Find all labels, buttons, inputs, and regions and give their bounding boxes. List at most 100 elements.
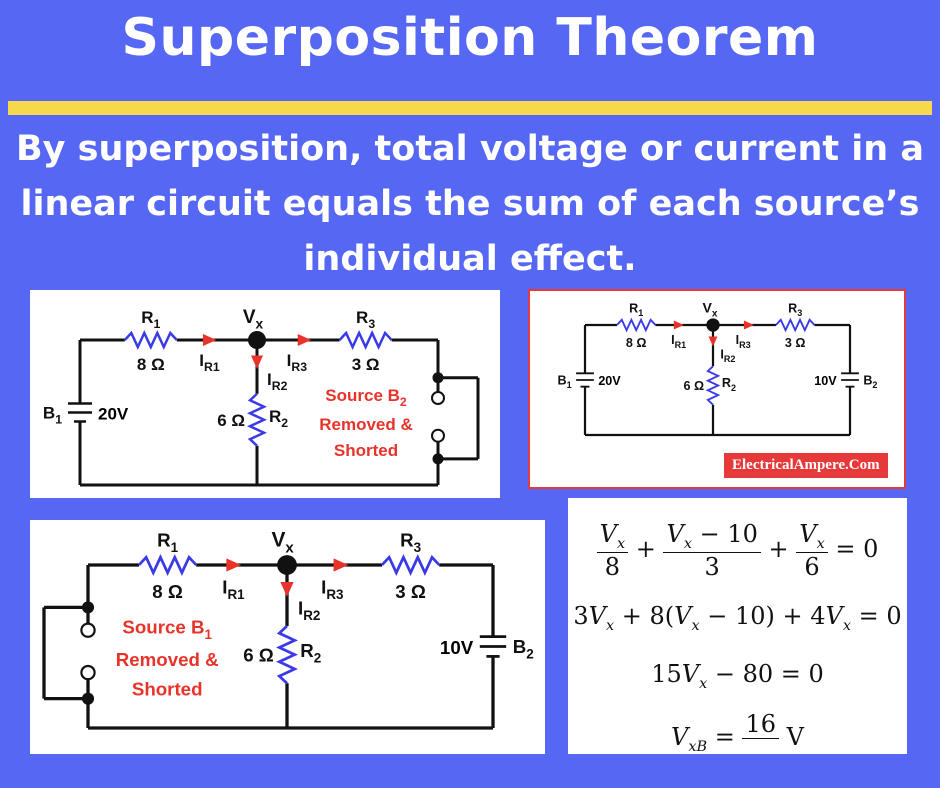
node-vx — [248, 331, 266, 349]
label-vx-sub: x — [256, 317, 264, 332]
source-removed-note: Shorted — [132, 678, 203, 699]
label-ir2-sub: R2 — [724, 354, 736, 364]
label-r1-value-main: 8 Ω — [152, 581, 183, 602]
battery-name-sub: 2 — [526, 647, 533, 662]
label-r3: R3 — [400, 529, 421, 555]
label-ir2-sub: R2 — [272, 379, 288, 393]
label-r1: R1 — [141, 308, 160, 331]
resistor-zigzag — [616, 317, 657, 333]
subtitle-line: individual effect. — [303, 239, 637, 279]
subtitle-line: By superposition, total voltage or curre… — [15, 129, 925, 169]
resistor-zigzag — [338, 330, 393, 350]
label-r2-value: 6 Ω — [243, 644, 274, 665]
label-r1-value: 8 Ω — [137, 355, 165, 374]
current-arrow-icon — [708, 336, 718, 347]
source-removed-note: Source B1 — [122, 616, 212, 642]
label-ir2-main: I — [720, 347, 724, 361]
label-vx: Vx — [703, 299, 718, 319]
label-vx: Vx — [271, 528, 294, 556]
battery-name-sub: 1 — [55, 413, 62, 427]
label-r3-value-main: 3 Ω — [785, 336, 806, 350]
current-arrow-icon — [333, 558, 349, 572]
label-ir1: IR1 — [222, 577, 245, 603]
battery-name: B1 — [558, 373, 572, 390]
label-r2: R2 — [722, 376, 736, 393]
battery-voltage: 20V — [598, 374, 621, 388]
label-ir3-sub: R3 — [326, 587, 343, 602]
label-vx-sub: x — [712, 309, 718, 320]
label-ir1-main: I — [222, 577, 227, 598]
label-r3-main: R — [788, 301, 797, 315]
battery-name-sub: 2 — [872, 380, 877, 390]
open-terminal-icon — [80, 664, 96, 681]
resistor-zigzag — [705, 365, 721, 406]
label-r2-main: R — [722, 376, 731, 390]
label-r2-main: R — [300, 640, 314, 661]
label-r1-sub: 1 — [638, 308, 643, 318]
label-ir1-sub: R1 — [227, 587, 245, 602]
label-r2-value: 6 Ω — [684, 379, 705, 393]
label-ir3-sub: R3 — [291, 360, 307, 374]
label-r1-value-main: 8 Ω — [137, 355, 165, 374]
accent-divider — [8, 101, 932, 115]
label-r1-sub: 1 — [171, 540, 179, 555]
label-r1-main: R — [141, 308, 153, 327]
terminal-dot — [81, 601, 95, 614]
label-ir3-main: I — [287, 351, 292, 370]
label-vx: Vx — [243, 307, 264, 332]
source-removed-note-main: Source B — [122, 616, 204, 637]
label-r3-sub: 3 — [368, 317, 375, 331]
label-r2-value-main: 6 Ω — [684, 379, 705, 393]
label-ir1-main: I — [671, 333, 675, 347]
label-r2-sub: 2 — [731, 383, 736, 393]
label-r2: R2 — [300, 640, 321, 666]
page-title: Superposition Theorem — [121, 8, 819, 68]
label-r1-main: R — [157, 529, 171, 550]
node-vx — [277, 555, 297, 575]
label-ir2: IR2 — [720, 347, 735, 364]
label-ir1: IR1 — [671, 333, 686, 350]
open-terminal-icon — [431, 391, 445, 405]
resistor-zigzag — [775, 317, 816, 333]
terminal-dot — [81, 692, 95, 705]
resistor-zigzag — [137, 554, 198, 576]
equation-result: VxB = 16 V — [671, 710, 804, 754]
label-r3: R3 — [788, 301, 802, 318]
label-r1-value: 8 Ω — [152, 581, 183, 602]
battery-name: B2 — [863, 373, 877, 390]
label-ir2-sub: R2 — [303, 608, 320, 623]
equation-expanded: 3Vx + 8(Vx − 10) + 4Vx = 0 — [573, 602, 902, 634]
subtitle-line: linear circuit equals the sum of each so… — [20, 184, 920, 224]
label-r1-main: R — [629, 301, 638, 315]
source-removed-note: Source B2 — [325, 386, 407, 409]
label-ir1-main: I — [199, 351, 204, 370]
battery-voltage: 10V — [440, 637, 474, 658]
battery-voltage: 10V — [814, 374, 837, 388]
label-r1: R1 — [629, 301, 643, 318]
terminal-dot — [432, 372, 444, 384]
label-r2-sub: 2 — [314, 650, 321, 665]
label-r2: R2 — [269, 407, 288, 430]
label-vx-main: V — [271, 528, 285, 551]
terminal-dot — [432, 453, 444, 465]
open-terminal-icon — [431, 428, 445, 443]
label-vx-sub: x — [285, 540, 294, 557]
current-arrow-icon — [226, 558, 242, 572]
label-r1-sub: 1 — [154, 317, 161, 331]
label-r3-main: R — [400, 529, 414, 550]
label-r3-main: R — [356, 308, 368, 327]
label-r3-value: 3 Ω — [352, 355, 380, 374]
current-arrow-icon — [297, 334, 312, 346]
label-r2-value: 6 Ω — [217, 411, 245, 430]
label-r2-value-main: 6 Ω — [217, 411, 245, 430]
label-r3-value-main: 3 Ω — [395, 581, 426, 602]
resistor-zigzag — [276, 625, 298, 685]
open-terminal-icon — [80, 622, 96, 638]
resistor-zigzag — [247, 392, 267, 447]
label-r1-value-main: 8 Ω — [626, 336, 647, 350]
